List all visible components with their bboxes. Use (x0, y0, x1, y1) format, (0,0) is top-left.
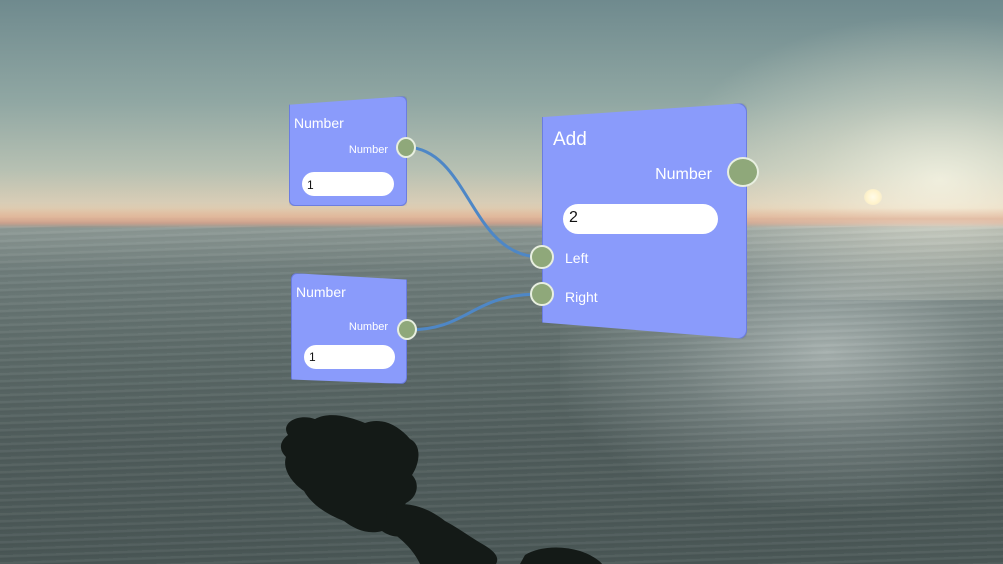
number-node-top[interactable]: Number Number 1 (289, 96, 407, 206)
output-label: Number (348, 144, 388, 156)
node-title: Add (553, 129, 587, 150)
ocean-surface (0, 226, 1003, 564)
add-output-port[interactable] (727, 157, 759, 187)
left-input-label: Left (565, 250, 589, 266)
add-node[interactable]: Add Number 2 (542, 103, 747, 339)
right-input-port[interactable] (530, 282, 554, 306)
wire-top-to-left (406, 145, 542, 259)
rock-silhouette (280, 415, 602, 564)
node-title: Number (294, 115, 344, 131)
number-value-input[interactable]: 1 (302, 172, 394, 196)
output-label: Number (348, 321, 388, 333)
wire-bottom-to-right (406, 292, 542, 332)
output-port-top[interactable] (396, 137, 416, 158)
horizon (0, 208, 1003, 226)
sun (864, 189, 882, 205)
output-port-bottom[interactable] (397, 319, 417, 340)
number-node-bottom[interactable]: Number Number 1 (291, 273, 407, 384)
node-title: Number (296, 284, 346, 300)
number-value-input[interactable]: 1 (304, 345, 395, 369)
left-input-port[interactable] (530, 245, 554, 269)
right-input-label: Right (565, 289, 598, 305)
result-value-field[interactable]: 2 (563, 204, 718, 234)
output-label: Number (655, 166, 712, 183)
